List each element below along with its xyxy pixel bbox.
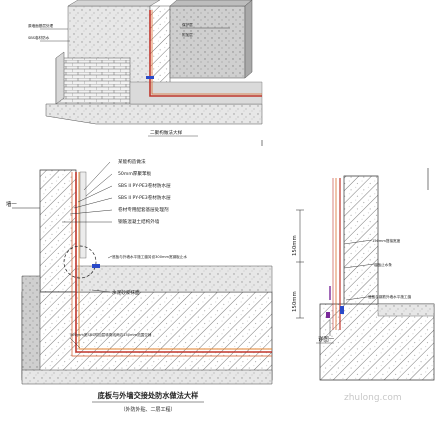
main-membrane-1 — [75, 172, 272, 353]
right-detail: 150mm 150mm 150mm搭接宽度 钢板止水条 底板与钢筋外墙水平施工缝… — [292, 175, 435, 381]
main-insulation-strip — [79, 171, 87, 259]
top-brick-side — [55, 51, 65, 105]
watermark: zhulong.com — [344, 393, 402, 403]
right-waterstop-2 — [326, 312, 330, 318]
right-dim-2: 150mm — [292, 291, 298, 312]
main-membrane-3 — [71, 172, 272, 357]
main-upper-slab — [75, 265, 273, 293]
main-label-b: 50mm厚聚苯板 — [118, 170, 152, 177]
main-membrane-2 — [78, 172, 272, 350]
right-dim-1: 150mm — [292, 235, 298, 256]
right-label-1: 150mm搭接宽度 — [372, 238, 401, 243]
main-lean-concrete — [21, 369, 273, 385]
right-waterstop-1 — [340, 306, 344, 314]
top-insulation-side — [244, 0, 253, 79]
main-label-e: 卷材专用配套基层处理剂 — [118, 206, 169, 213]
main-section-detail: 墙一 某能构造做法 50mm厚聚苯板 SBS II PY-PE3卷材防水层 SB… — [6, 158, 273, 413]
top-wall-top — [67, 0, 161, 7]
top-insulation-block — [169, 5, 246, 79]
main-protective-brick — [21, 275, 41, 379]
right-label-2: 钢板止水条 — [374, 262, 392, 267]
main-waterstop — [92, 264, 100, 268]
top-insulation-top — [169, 0, 253, 7]
main-label-a: 某能构造做法 — [118, 158, 146, 165]
top-label-3: 保护层 — [182, 22, 193, 27]
right-label-3: 底板与钢筋外墙水平施工缝 — [368, 294, 412, 299]
top-membrane-line — [149, 10, 262, 97]
main-leaders — [62, 161, 113, 349]
main-label-d: SBS II PY-PE3卷材防水层 — [118, 194, 171, 201]
top-protective-brick — [55, 57, 131, 105]
main-label-g: 底板与外墙水平施工缝另设300mm宽钢板止水 — [112, 254, 187, 259]
main-label-h: 水泥砂浆抹面 — [112, 289, 140, 296]
top-membrane-line-2 — [151, 10, 262, 95]
top-blue-mark — [146, 76, 154, 79]
main-title: 底板与外墙交接处防水做法大样 — [98, 391, 199, 400]
detail-circle — [63, 245, 97, 279]
top-slab — [45, 103, 263, 125]
top-label-2: SBS卷材防水 — [28, 35, 50, 40]
top-3d-detail: 原墙面基层处理 SBS卷材防水 保护层 附加层 二聚构做法大样 — [28, 0, 263, 137]
main-label-c: SBS II PY-PE3卷材防水层 — [118, 182, 171, 189]
top-label-1: 原墙面基层处理 — [28, 23, 54, 28]
top-caption: 二聚构做法大样 — [150, 129, 183, 136]
main-wall — [39, 169, 77, 293]
top-label-4: 附加层 — [182, 32, 193, 37]
right-upper-slab — [377, 303, 435, 317]
right-marker: 详图一 — [318, 335, 335, 343]
main-subtitle: （外防外贴、二层工程） — [120, 406, 175, 413]
main-label-i: 500mm宽SBS附加层转角线两边150mm范围空铺 — [70, 332, 152, 337]
top-slab-top — [129, 81, 263, 105]
main-label-f: 钢筋混凝土结构外墙 — [118, 218, 160, 225]
main-marker: 墙一 — [6, 200, 17, 208]
